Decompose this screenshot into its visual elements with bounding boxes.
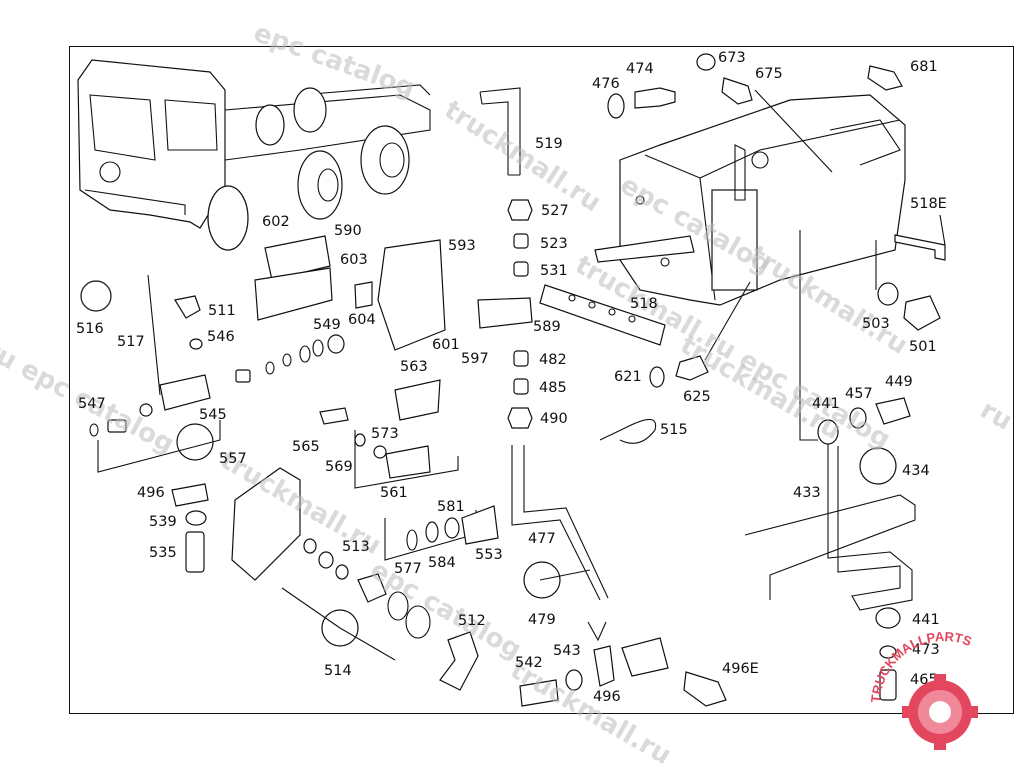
callout-434: 434 [902, 463, 930, 479]
callout-479: 479 [528, 612, 556, 628]
callout-590: 590 [334, 223, 362, 239]
callout-531: 531 [540, 263, 568, 279]
callout-476: 476 [592, 76, 620, 92]
callout-549: 549 [313, 317, 341, 333]
callout-517: 517 [117, 334, 145, 350]
callout-601: 601 [432, 337, 460, 353]
callout-527: 527 [541, 203, 569, 219]
callout-496e: 496E [722, 661, 759, 677]
callout-482: 482 [539, 352, 567, 368]
callout-545: 545 [199, 407, 227, 423]
callout-681: 681 [910, 59, 938, 75]
part-shapes [80, 53, 946, 707]
gearbox-illustration [594, 94, 906, 306]
callout-473: 473 [912, 642, 940, 658]
callout-589: 589 [533, 319, 561, 335]
callout-496-left: 496 [137, 485, 165, 501]
callout-535: 535 [149, 545, 177, 561]
callout-675: 675 [755, 66, 783, 82]
callout-519: 519 [535, 136, 563, 152]
callout-561: 561 [380, 485, 408, 501]
callout-512: 512 [458, 613, 486, 629]
callout-581: 581 [437, 499, 465, 515]
callout-490: 490 [540, 411, 568, 427]
callout-603: 603 [340, 252, 368, 268]
exploded-view-drawing [77, 53, 946, 707]
callout-433: 433 [793, 485, 821, 501]
callout-543: 543 [553, 643, 581, 659]
callout-441-upper: 441 [812, 396, 840, 412]
callout-474: 474 [626, 61, 654, 77]
diagram-frame [69, 46, 1014, 714]
callout-557: 557 [219, 451, 247, 467]
callout-518: 518 [630, 296, 658, 312]
callout-511: 511 [208, 303, 236, 319]
callout-621: 621 [614, 369, 642, 385]
callout-584: 584 [428, 555, 456, 571]
callout-542: 542 [515, 655, 543, 671]
callout-503: 503 [862, 316, 890, 332]
parts-diagram: epc catalog truckmall.ru epc catalog tru… [0, 18, 1017, 771]
callout-523: 523 [540, 236, 568, 252]
callout-577: 577 [394, 561, 422, 577]
truckmallparts-logo: TRUCKMALLPARTS [868, 629, 978, 750]
callout-569: 569 [325, 459, 353, 475]
callout-565: 565 [292, 439, 320, 455]
truck-illustration [77, 59, 431, 251]
callout-449: 449 [885, 374, 913, 390]
callout-553: 553 [475, 547, 503, 563]
callout-546: 546 [207, 329, 235, 345]
callout-441-lower: 441 [912, 612, 940, 628]
callout-485: 485 [539, 380, 567, 396]
callout-593: 593 [448, 238, 476, 254]
callout-573: 573 [371, 426, 399, 442]
callout-518e: 518E [910, 196, 947, 212]
callout-516: 516 [76, 321, 104, 337]
callout-515: 515 [660, 422, 688, 438]
callout-514: 514 [324, 663, 352, 679]
callout-477: 477 [528, 531, 556, 547]
callout-602: 602 [262, 214, 290, 230]
callout-513: 513 [342, 539, 370, 555]
callout-457: 457 [845, 386, 873, 402]
callout-563: 563 [400, 359, 428, 375]
callout-547: 547 [78, 396, 106, 412]
callout-673: 673 [718, 50, 746, 66]
callout-501: 501 [909, 339, 937, 355]
callout-604: 604 [348, 312, 376, 328]
callout-597: 597 [461, 351, 489, 367]
gear-icon [902, 674, 978, 750]
callout-625: 625 [683, 389, 711, 405]
callout-539: 539 [149, 514, 177, 530]
callout-496-bottom: 496 [593, 689, 621, 705]
